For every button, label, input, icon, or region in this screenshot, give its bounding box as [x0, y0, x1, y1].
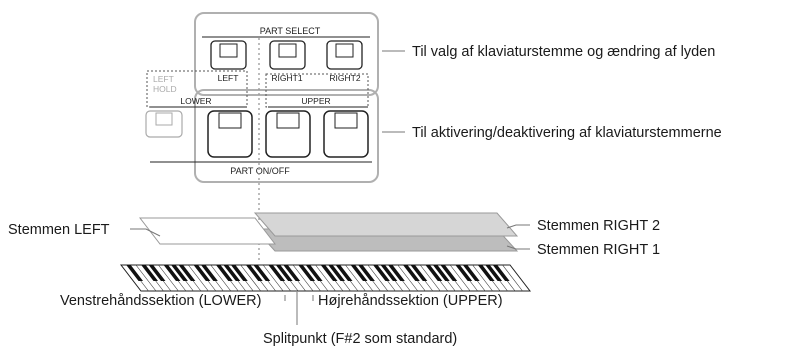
white-key-divider [367, 264, 389, 292]
black-key [432, 265, 450, 281]
black-key [275, 265, 293, 281]
black-key [358, 265, 375, 281]
black-key [163, 265, 181, 281]
left-select-label: LEFT [218, 73, 239, 83]
piano-keyboard [119, 264, 532, 292]
white-key-divider [292, 264, 314, 292]
black-key [201, 265, 218, 281]
right2-layer [253, 212, 519, 237]
upper-label: UPPER [301, 96, 330, 106]
black-key [320, 265, 338, 281]
black-key [462, 265, 480, 281]
black-key [425, 265, 443, 281]
part-select-title: PART SELECT [260, 26, 321, 36]
black-key [245, 265, 263, 281]
part-select-frame [194, 12, 379, 96]
part-on-off-frame [194, 89, 379, 183]
black-key [283, 265, 301, 281]
white-key-divider [449, 264, 471, 292]
white-key-divider [188, 264, 209, 292]
black-key [335, 265, 353, 281]
black-key [268, 265, 286, 281]
black-key [171, 265, 188, 281]
black-key [477, 265, 495, 281]
black-key [298, 265, 316, 281]
white-key-divider [472, 264, 493, 292]
right1-select-button[interactable] [269, 40, 306, 70]
black-key [388, 265, 405, 281]
black-key [178, 265, 196, 281]
black-key [223, 265, 241, 281]
left-voice-label: Stemmen LEFT [8, 222, 110, 238]
lower-label: LOWER [180, 96, 211, 106]
black-key [141, 265, 158, 281]
part-on-off-title: PART ON/OFF [230, 166, 290, 176]
white-key-divider [419, 264, 441, 292]
white-key-divider [262, 264, 284, 292]
control-panel: PART SELECT LEFT RIGHT1 RIGHT2 LEFT HOLD… [145, 12, 379, 183]
on-off-callout: Til aktivering/deaktivering af klaviatur… [412, 125, 722, 141]
black-key [410, 265, 428, 281]
white-key-divider [345, 264, 366, 292]
white-key-divider [502, 264, 523, 292]
right2-on-off-button[interactable] [323, 110, 369, 158]
white-key-divider [240, 264, 261, 292]
black-key [230, 265, 248, 281]
white-key-divider [158, 264, 179, 292]
left-hold-label-1: LEFT [153, 74, 174, 84]
white-key-divider [315, 264, 336, 292]
black-key [148, 265, 166, 281]
right2-select-button[interactable] [326, 40, 363, 70]
black-key [193, 265, 211, 281]
lower-on-off-button[interactable] [207, 110, 253, 158]
right1-select-label: RIGHT1 [271, 73, 302, 83]
black-key [373, 265, 390, 281]
split-point-label: Splitpunkt (F#2 som standard) [263, 331, 457, 347]
right1-voice-label: Stemmen RIGHT 1 [537, 242, 660, 258]
voice-layers [138, 212, 519, 252]
black-key [492, 265, 510, 281]
black-key [126, 265, 144, 281]
black-key [216, 265, 233, 281]
upper-section-label: Højrehåndssektion (UPPER) [318, 293, 503, 309]
left-hold-button[interactable] [145, 110, 183, 138]
white-key-divider [135, 264, 157, 292]
black-key [328, 265, 346, 281]
left-hold-label-2: HOLD [153, 84, 177, 94]
right2-voice-label: Stemmen RIGHT 2 [537, 218, 660, 234]
part-select-callout: Til valg af klaviaturstemme og ændring a… [412, 44, 715, 60]
left-select-button[interactable] [210, 40, 247, 70]
left-layer [138, 217, 277, 245]
black-key [305, 265, 323, 281]
right2-select-label: RIGHT2 [329, 73, 360, 83]
white-key-divider [397, 264, 419, 292]
black-key [253, 265, 271, 281]
black-key [485, 265, 503, 281]
black-key [403, 265, 420, 281]
black-key [380, 265, 398, 281]
lower-section-label: Venstrehåndssektion (LOWER) [60, 293, 261, 309]
white-key-divider [210, 264, 232, 292]
black-key [350, 265, 368, 281]
black-key [455, 265, 473, 281]
black-key [440, 265, 458, 281]
right1-on-off-button[interactable] [265, 110, 311, 158]
